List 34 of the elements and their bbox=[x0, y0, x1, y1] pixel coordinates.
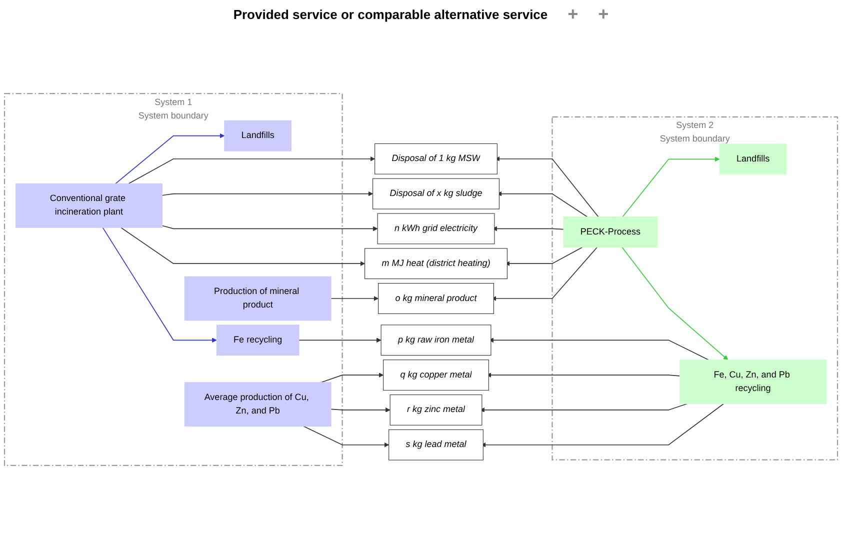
arrow bbox=[102, 227, 217, 343]
arrow bbox=[303, 426, 390, 448]
node-box: Landfills bbox=[224, 120, 292, 152]
node-box: Landfills bbox=[719, 144, 787, 175]
arrow bbox=[128, 156, 376, 184]
node-box: Average production of Cu, Zn, and Pb bbox=[184, 382, 332, 427]
node-box: Fe recycling bbox=[216, 324, 300, 356]
node-box: n kWh grid electricity bbox=[377, 213, 495, 244]
node-box: Conventional grate incineration plant bbox=[15, 183, 162, 228]
plus-sign: + bbox=[598, 4, 609, 25]
arrow bbox=[115, 133, 225, 184]
node-box: Disposal of 1 kg MSW bbox=[374, 143, 498, 174]
node-box: PECK-Process bbox=[563, 216, 658, 248]
node-box: p kg raw iron metal bbox=[380, 324, 492, 356]
arrow bbox=[330, 296, 379, 301]
plus-sign: + bbox=[568, 4, 578, 25]
arrow bbox=[162, 225, 378, 232]
node-box: Fe, Cu, Zn, and Pb recycling bbox=[680, 360, 827, 404]
node-box: m MJ heat (district heating) bbox=[364, 248, 508, 280]
arrow bbox=[622, 246, 728, 360]
arrow bbox=[480, 403, 724, 448]
column-heading: Provided service or comparable alternative service bbox=[233, 7, 548, 22]
arrow bbox=[320, 372, 384, 383]
node-box: s kg lead metal bbox=[388, 429, 484, 460]
node-box: q kg copper metal bbox=[383, 360, 489, 391]
arrow bbox=[298, 338, 382, 343]
node-box: Production of mineral product bbox=[184, 276, 332, 321]
node-box: Disposal of x kg sludge bbox=[372, 178, 500, 210]
arrow bbox=[120, 227, 366, 266]
node-box: r kg zinc metal bbox=[390, 394, 482, 426]
arrow bbox=[162, 191, 374, 196]
node-box: o kg mineral product bbox=[378, 283, 494, 314]
arrow bbox=[622, 156, 720, 218]
arrow bbox=[330, 408, 390, 412]
